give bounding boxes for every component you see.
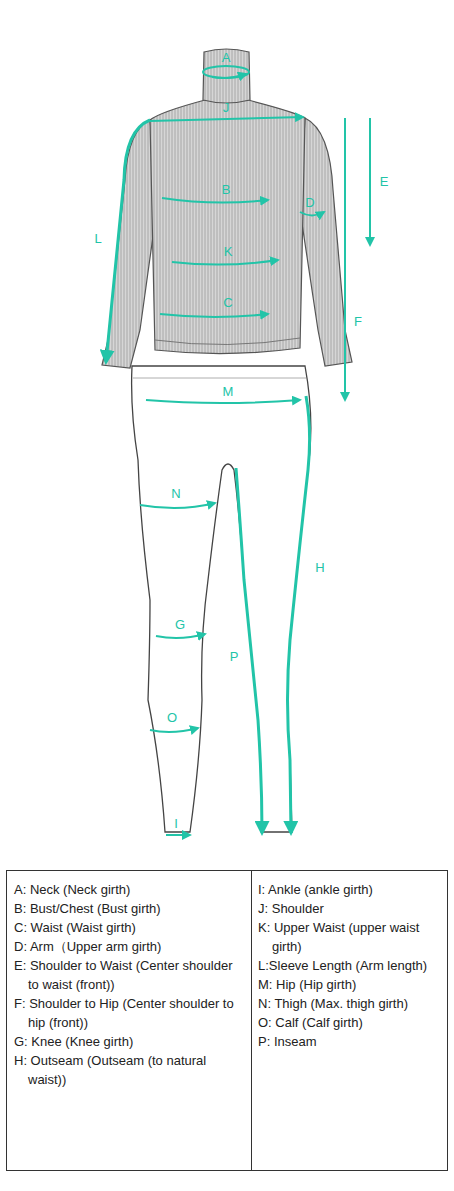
inseam-line	[236, 468, 262, 833]
key-entry: N: Thigh (Max. thigh girth)	[258, 994, 442, 1013]
left-sleeve	[102, 120, 158, 368]
bust-line	[162, 198, 268, 203]
key-entry: P: Inseam	[258, 1032, 442, 1051]
key-column: I: Ankle (ankle girth)J: ShoulderK: Uppe…	[258, 880, 442, 1051]
upper-arm-line	[300, 212, 324, 216]
key-entry: L:Sleeve Length (Arm length)	[258, 956, 442, 975]
measure-letter: G	[175, 618, 185, 631]
key-entry: H: Outseam (Outseam (to natural waist))	[14, 1051, 246, 1089]
ankle-line	[166, 834, 190, 836]
neck-girth-arrow	[212, 74, 246, 78]
measure-letter: D	[305, 196, 314, 209]
key-entry: E: Shoulder to Waist (Center shoulder to…	[14, 956, 246, 994]
hip-line	[146, 400, 300, 403]
key-entry: O: Calf (Calf girth)	[258, 1013, 442, 1032]
upper-waist-line	[172, 260, 278, 265]
leggings	[132, 366, 311, 832]
measure-letter: O	[167, 711, 177, 724]
measure-letter: C	[223, 296, 232, 309]
thigh-line	[140, 503, 215, 508]
measure-letter: H	[315, 561, 324, 574]
measure-letter: F	[354, 315, 362, 328]
sweater-body	[150, 100, 305, 354]
shoulder-to-waist-line	[369, 118, 371, 245]
measure-letter: J	[223, 101, 230, 114]
outseam-line	[288, 396, 310, 833]
measure-letter: L	[94, 232, 101, 245]
measure-letter: M	[223, 385, 234, 398]
key-entry: B: Bust/Chest (Bust girth)	[14, 899, 246, 918]
key-entry: F: Shoulder to Hip (Center shoulder to h…	[14, 994, 246, 1032]
sweater-hem	[155, 338, 300, 345]
key-column: A: Neck (Neck girth)B: Bust/Chest (Bust …	[14, 880, 246, 1089]
measure-letter: K	[224, 245, 233, 258]
key-box	[7, 871, 448, 1171]
key-entry: I: Ankle (ankle girth)	[258, 880, 442, 899]
shoulder-to-hip-line	[344, 118, 346, 400]
measure-letter: N	[171, 487, 180, 500]
shoulder-line	[150, 117, 303, 121]
waist-line	[160, 314, 268, 317]
key-divider	[251, 871, 252, 1170]
sleeve-length-line	[106, 120, 150, 362]
key-entry: G: Knee (Knee girth)	[14, 1032, 246, 1051]
measure-letter: P	[230, 650, 239, 663]
neck-girth-line	[203, 66, 249, 78]
waistband-line	[133, 378, 306, 379]
turtleneck-collar	[203, 49, 250, 103]
key-entry: D: Arm（Upper arm girth)	[14, 937, 246, 956]
measure-letter: I	[174, 817, 178, 830]
key-entry: C: Waist (Waist girth)	[14, 918, 246, 937]
measure-letter: A	[222, 51, 231, 64]
key-entry: A: Neck (Neck girth)	[14, 880, 246, 899]
key-entry: K: Upper Waist (upper waist girth)	[258, 918, 442, 956]
measure-letter: E	[380, 175, 389, 188]
calf-line	[150, 728, 198, 732]
measure-letter: B	[222, 183, 231, 196]
knee-line	[156, 634, 205, 638]
key-entry: J: Shoulder	[258, 899, 442, 918]
key-entry: M: Hip (Hip girth)	[258, 975, 442, 994]
